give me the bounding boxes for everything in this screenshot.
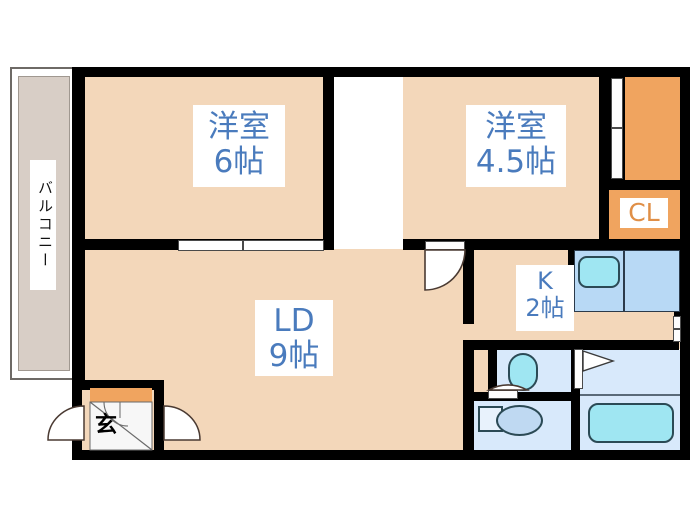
wall-top — [72, 67, 690, 77]
label-ld-9-line2: 9帖 — [268, 337, 320, 374]
wall-between-bedrooms — [323, 67, 334, 249]
label-kitchen-2-line2: 2帖 — [525, 293, 565, 322]
sliding-door-center-mark — [242, 240, 244, 251]
wall-toilet-top — [474, 392, 572, 401]
kitchen-sink — [578, 256, 620, 288]
wall-closet-between — [609, 180, 680, 190]
label-kitchen-2-line1: K — [537, 267, 553, 295]
wall-bottom — [72, 450, 690, 460]
label-ld-9-line1: LD — [273, 303, 315, 339]
shoe-cabinet — [90, 388, 152, 402]
washroom-door-swing-arc — [486, 384, 530, 391]
wall-entry-top — [82, 380, 164, 390]
entrance-door-left[interactable] — [47, 405, 85, 441]
sliding-door-bedroom6-ld[interactable] — [178, 240, 324, 251]
label-washitsu-45-line1: 洋室 — [485, 109, 547, 145]
wall-ld-right — [463, 250, 474, 324]
bathtub — [588, 403, 674, 443]
label-washitsu-45: 洋室 4.5帖 — [466, 105, 566, 187]
wall-closet-partition — [599, 67, 609, 249]
label-ld-9: LD 9帖 — [255, 300, 333, 376]
bathroom-door-swing-icon — [582, 350, 616, 372]
kitchen-counter-right — [624, 250, 680, 312]
washroom-door-leaf[interactable] — [488, 390, 518, 399]
entrance-step-diagonal — [89, 401, 153, 451]
wall-ld-right-lower — [463, 340, 474, 460]
door-swing-arc-bedroom45 — [424, 249, 466, 291]
closet-upper — [625, 77, 680, 180]
toilet-bowl — [496, 405, 543, 436]
balcony-label: バルコニー — [30, 160, 56, 290]
wall-bath-divider — [571, 340, 580, 450]
bathroom-folding-door[interactable] — [574, 349, 583, 389]
wall-left-upper — [72, 67, 85, 247]
door-leaf-bedroom45[interactable] — [425, 241, 465, 250]
wall-bedroom45-ld — [403, 239, 599, 250]
wall-kitchen-top — [568, 239, 680, 250]
label-kitchen-2: K 2帖 — [516, 265, 574, 331]
label-washitsu-6: 洋室 6帖 — [193, 105, 285, 187]
label-washitsu-6-line1: 洋室 — [208, 109, 270, 145]
label-washitsu-6-line2: 6帖 — [213, 143, 265, 180]
label-washitsu-45-line2: 4.5帖 — [475, 143, 557, 180]
closet-door-track — [611, 127, 623, 129]
bathroom-divider-line — [580, 394, 680, 396]
entrance-label: 玄 — [94, 413, 117, 438]
wall-left-lower — [72, 247, 85, 380]
wall-entry-right — [154, 380, 164, 460]
wall-right — [680, 67, 690, 460]
wall-washbasin-left — [488, 340, 497, 392]
kitchen-window-mark — [673, 328, 681, 330]
closet-label: CL — [620, 198, 668, 228]
entrance-door-right[interactable] — [163, 405, 201, 441]
